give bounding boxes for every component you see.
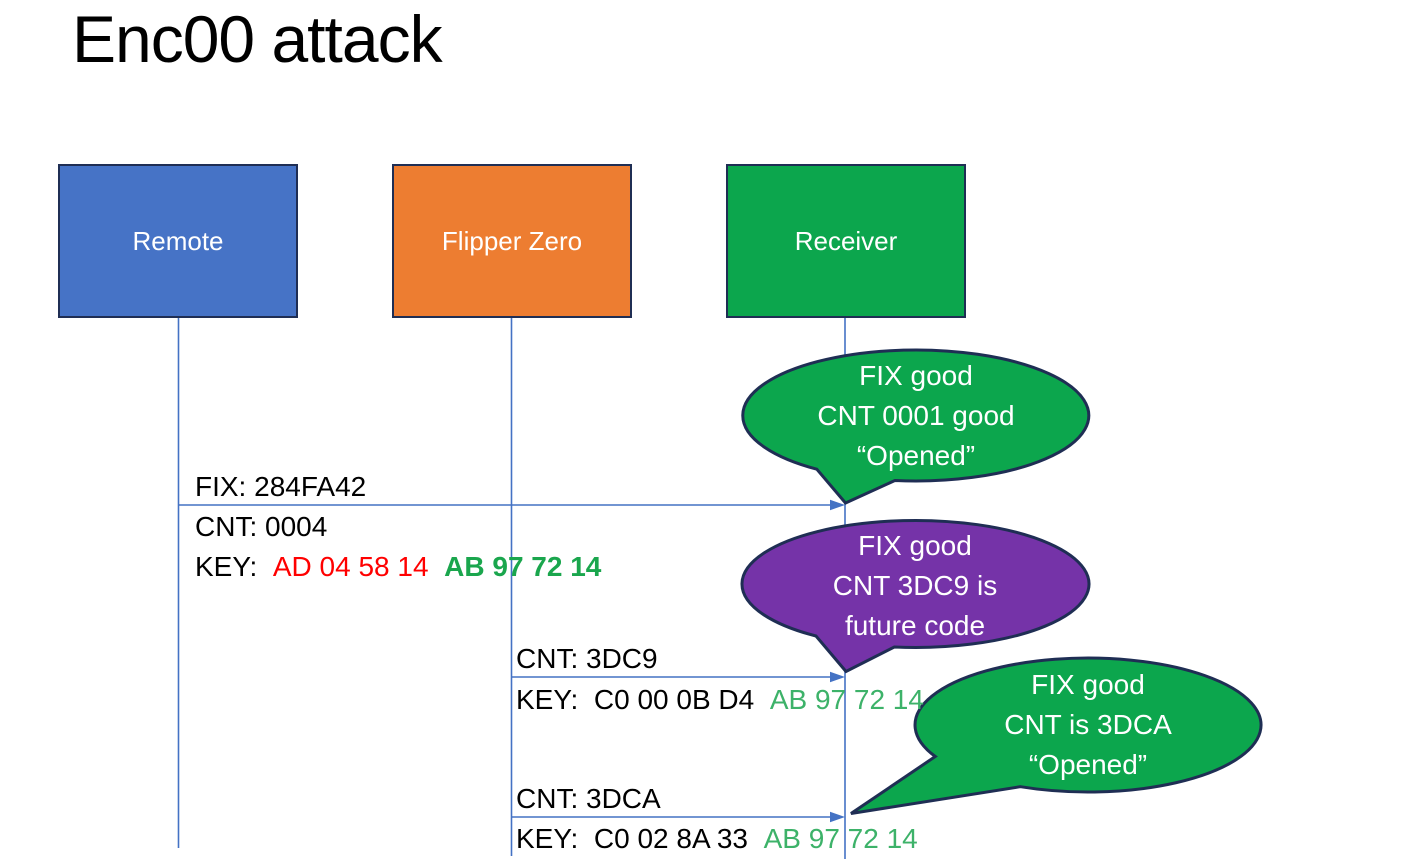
callout2-text: FIX good CNT 3DC9 is future code <box>740 526 1090 646</box>
callout1-line1: FIX good <box>859 360 973 391</box>
callout3-line2: CNT is 3DCA <box>1004 709 1172 740</box>
callout2-line3: future code <box>844 610 986 641</box>
msg1-cnt-line: CNT: 0004 <box>195 511 328 542</box>
msg2-key-label: KEY: <box>516 684 579 715</box>
msg3-key-label: KEY: <box>516 823 579 854</box>
callout1-line3: “Opened” <box>856 440 976 471</box>
arrowhead-icon-1 <box>830 499 845 511</box>
msg2-key-fixed-bytes: AB 97 72 14 <box>769 684 924 715</box>
actor-label-flipper-zero: Flipper Zero <box>441 225 583 256</box>
callout2-line1: FIX good <box>858 530 972 561</box>
msg1-fix-line: FIX: 284FA42 <box>195 471 367 502</box>
callout1-line2: CNT 0001 good <box>817 400 1015 431</box>
message-arrow-flipper-to-receiver-1 <box>511 671 845 683</box>
msg2-key-changed-bytes: C0 00 0B D4 <box>593 684 755 715</box>
actor-box-remote: Remote <box>58 164 298 318</box>
callout1-text: FIX good CNT 0001 good “Opened” <box>741 356 1091 476</box>
msg1-key-changed-bytes: AD 04 58 14 <box>272 551 429 582</box>
callout-bubble-opened-2 <box>850 656 1263 815</box>
msg3-key-fixed-bytes: AB 97 72 14 <box>763 823 918 854</box>
msg1-key-label: KEY: <box>195 551 258 582</box>
message-arrow-remote-to-receiver <box>178 499 845 511</box>
actor-box-receiver: Receiver <box>726 164 966 318</box>
msg3-key-changed-bytes: C0 02 8A 33 <box>593 823 748 854</box>
arrowhead-icon-3 <box>830 811 845 823</box>
msg2-key-line: KEY: C0 00 0B D4 AB 97 72 14 <box>516 683 924 717</box>
msg1-key-fixed-bytes: AB 97 72 14 <box>444 551 602 582</box>
actor-label-remote: Remote <box>132 225 224 256</box>
msg1-key-line: KEY: AD 04 58 14 AB 97 72 14 <box>195 550 601 584</box>
callout-bubble-opened-1 <box>741 348 1091 505</box>
callout-bubble-future-code <box>740 518 1091 674</box>
callout3-text: FIX good CNT is 3DCA “Opened” <box>913 665 1263 785</box>
msg2-cnt-line: CNT: 3DC9 <box>516 643 658 674</box>
callout3-line3: “Opened” <box>1028 749 1148 780</box>
actor-label-receiver: Receiver <box>794 225 898 256</box>
page-title: Enc00 attack <box>72 2 443 76</box>
arrowhead-icon-2 <box>830 671 845 683</box>
message-arrow-flipper-to-receiver-2 <box>511 811 845 823</box>
msg3-cnt-line: CNT: 3DCA <box>516 783 661 814</box>
callout3-line1: FIX good <box>1031 669 1145 700</box>
callout2-line2: CNT 3DC9 is <box>832 570 998 601</box>
actor-box-flipper-zero: Flipper Zero <box>392 164 632 318</box>
msg3-key-line: KEY: C0 02 8A 33 AB 97 72 14 <box>516 822 918 856</box>
